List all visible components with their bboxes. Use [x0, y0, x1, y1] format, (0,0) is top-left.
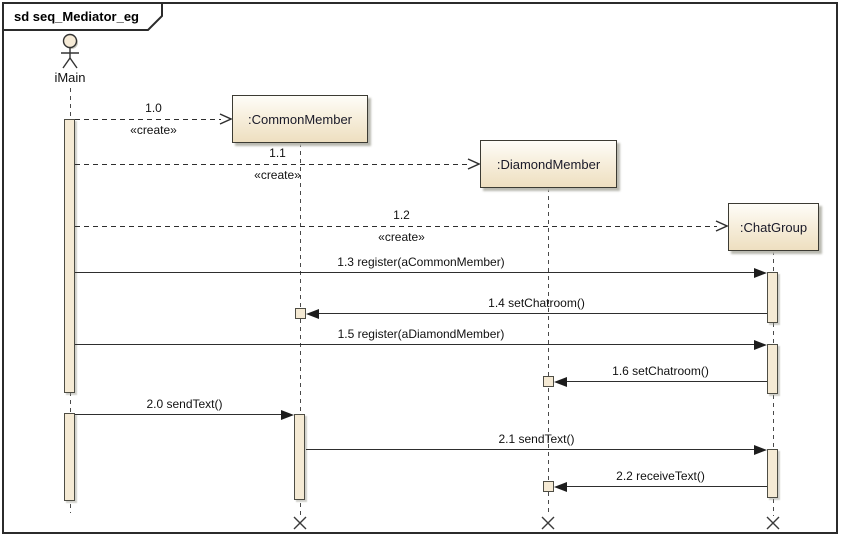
- message-label: 1.3 register(aCommonMember): [337, 255, 505, 269]
- message-line: [565, 381, 767, 382]
- message-line: [317, 313, 767, 314]
- activation-commonmember: [294, 414, 305, 500]
- execution-spot-diamondmember-2: [543, 481, 554, 492]
- destruction-x-icon-diamondmember: [541, 516, 555, 530]
- message-label: 2.0 sendText(): [146, 397, 223, 411]
- activation-chatgroup-2: [767, 344, 778, 394]
- message-line: [75, 119, 221, 120]
- open-arrowhead-icon: [219, 113, 232, 125]
- filled-arrowhead-icon: [754, 340, 767, 350]
- message-stereotype: «create»: [378, 230, 425, 244]
- filled-arrowhead-icon: [754, 268, 767, 278]
- message-label: 1.5 register(aDiamondMember): [337, 327, 505, 341]
- object-name-diamondmember: :DiamondMember: [496, 156, 601, 172]
- message-stereotype: «create»: [130, 123, 177, 137]
- message-line: [75, 414, 283, 415]
- destruction-x-icon-chatgroup: [766, 516, 780, 530]
- frame-label-tab: sd seq_Mediator_eg: [2, 2, 166, 32]
- actor-icon: [61, 33, 79, 69]
- filled-arrowhead-icon: [554, 482, 567, 492]
- message-label: 1.4 setChatroom(): [488, 296, 585, 310]
- message-line: [75, 344, 756, 345]
- activation-chatgroup-3: [767, 449, 778, 498]
- message-line: [306, 449, 756, 450]
- object-name-commonmember: :CommonMember: [247, 111, 353, 127]
- message-label: 2.2 receiveText(): [616, 469, 705, 483]
- diagram-frame: [2, 2, 838, 534]
- frame-title: sd seq_Mediator_eg: [14, 9, 139, 24]
- object-box-diamondmember: :DiamondMember: [480, 140, 617, 188]
- execution-spot-diamondmember-1: [543, 376, 554, 387]
- object-box-chatgroup: :ChatGroup: [728, 203, 819, 251]
- filled-arrowhead-icon: [306, 309, 319, 319]
- activation-chatgroup-1: [767, 272, 778, 323]
- object-box-commonmember: :CommonMember: [232, 95, 368, 143]
- actor-label: iMain: [54, 70, 86, 85]
- filled-arrowhead-icon: [554, 377, 567, 387]
- message-label: 1.1: [269, 146, 286, 160]
- message-stereotype: «create»: [254, 168, 301, 182]
- message-label: 1.2: [393, 208, 410, 222]
- message-line: [75, 272, 756, 273]
- message-line: [75, 226, 717, 227]
- activation-imain-1: [64, 119, 75, 393]
- message-label: 1.6 setChatroom(): [612, 364, 709, 378]
- execution-spot-commonmember: [295, 308, 306, 319]
- open-arrowhead-icon: [715, 220, 728, 232]
- lifeline-commonmember: [300, 143, 301, 516]
- message-line: [565, 486, 767, 487]
- open-arrowhead-icon: [467, 158, 480, 170]
- lifeline-diamondmember: [548, 188, 549, 516]
- activation-imain-2: [64, 413, 75, 501]
- filled-arrowhead-icon: [281, 410, 294, 420]
- frame-label-pentagon-icon: [2, 2, 163, 31]
- message-label: 2.1 sendText(): [498, 432, 575, 446]
- object-name-chatgroup: :ChatGroup: [739, 219, 808, 235]
- filled-arrowhead-icon: [754, 445, 767, 455]
- message-line: [75, 164, 469, 165]
- message-label: 1.0: [145, 101, 162, 115]
- destruction-x-icon-commonmember: [293, 516, 307, 530]
